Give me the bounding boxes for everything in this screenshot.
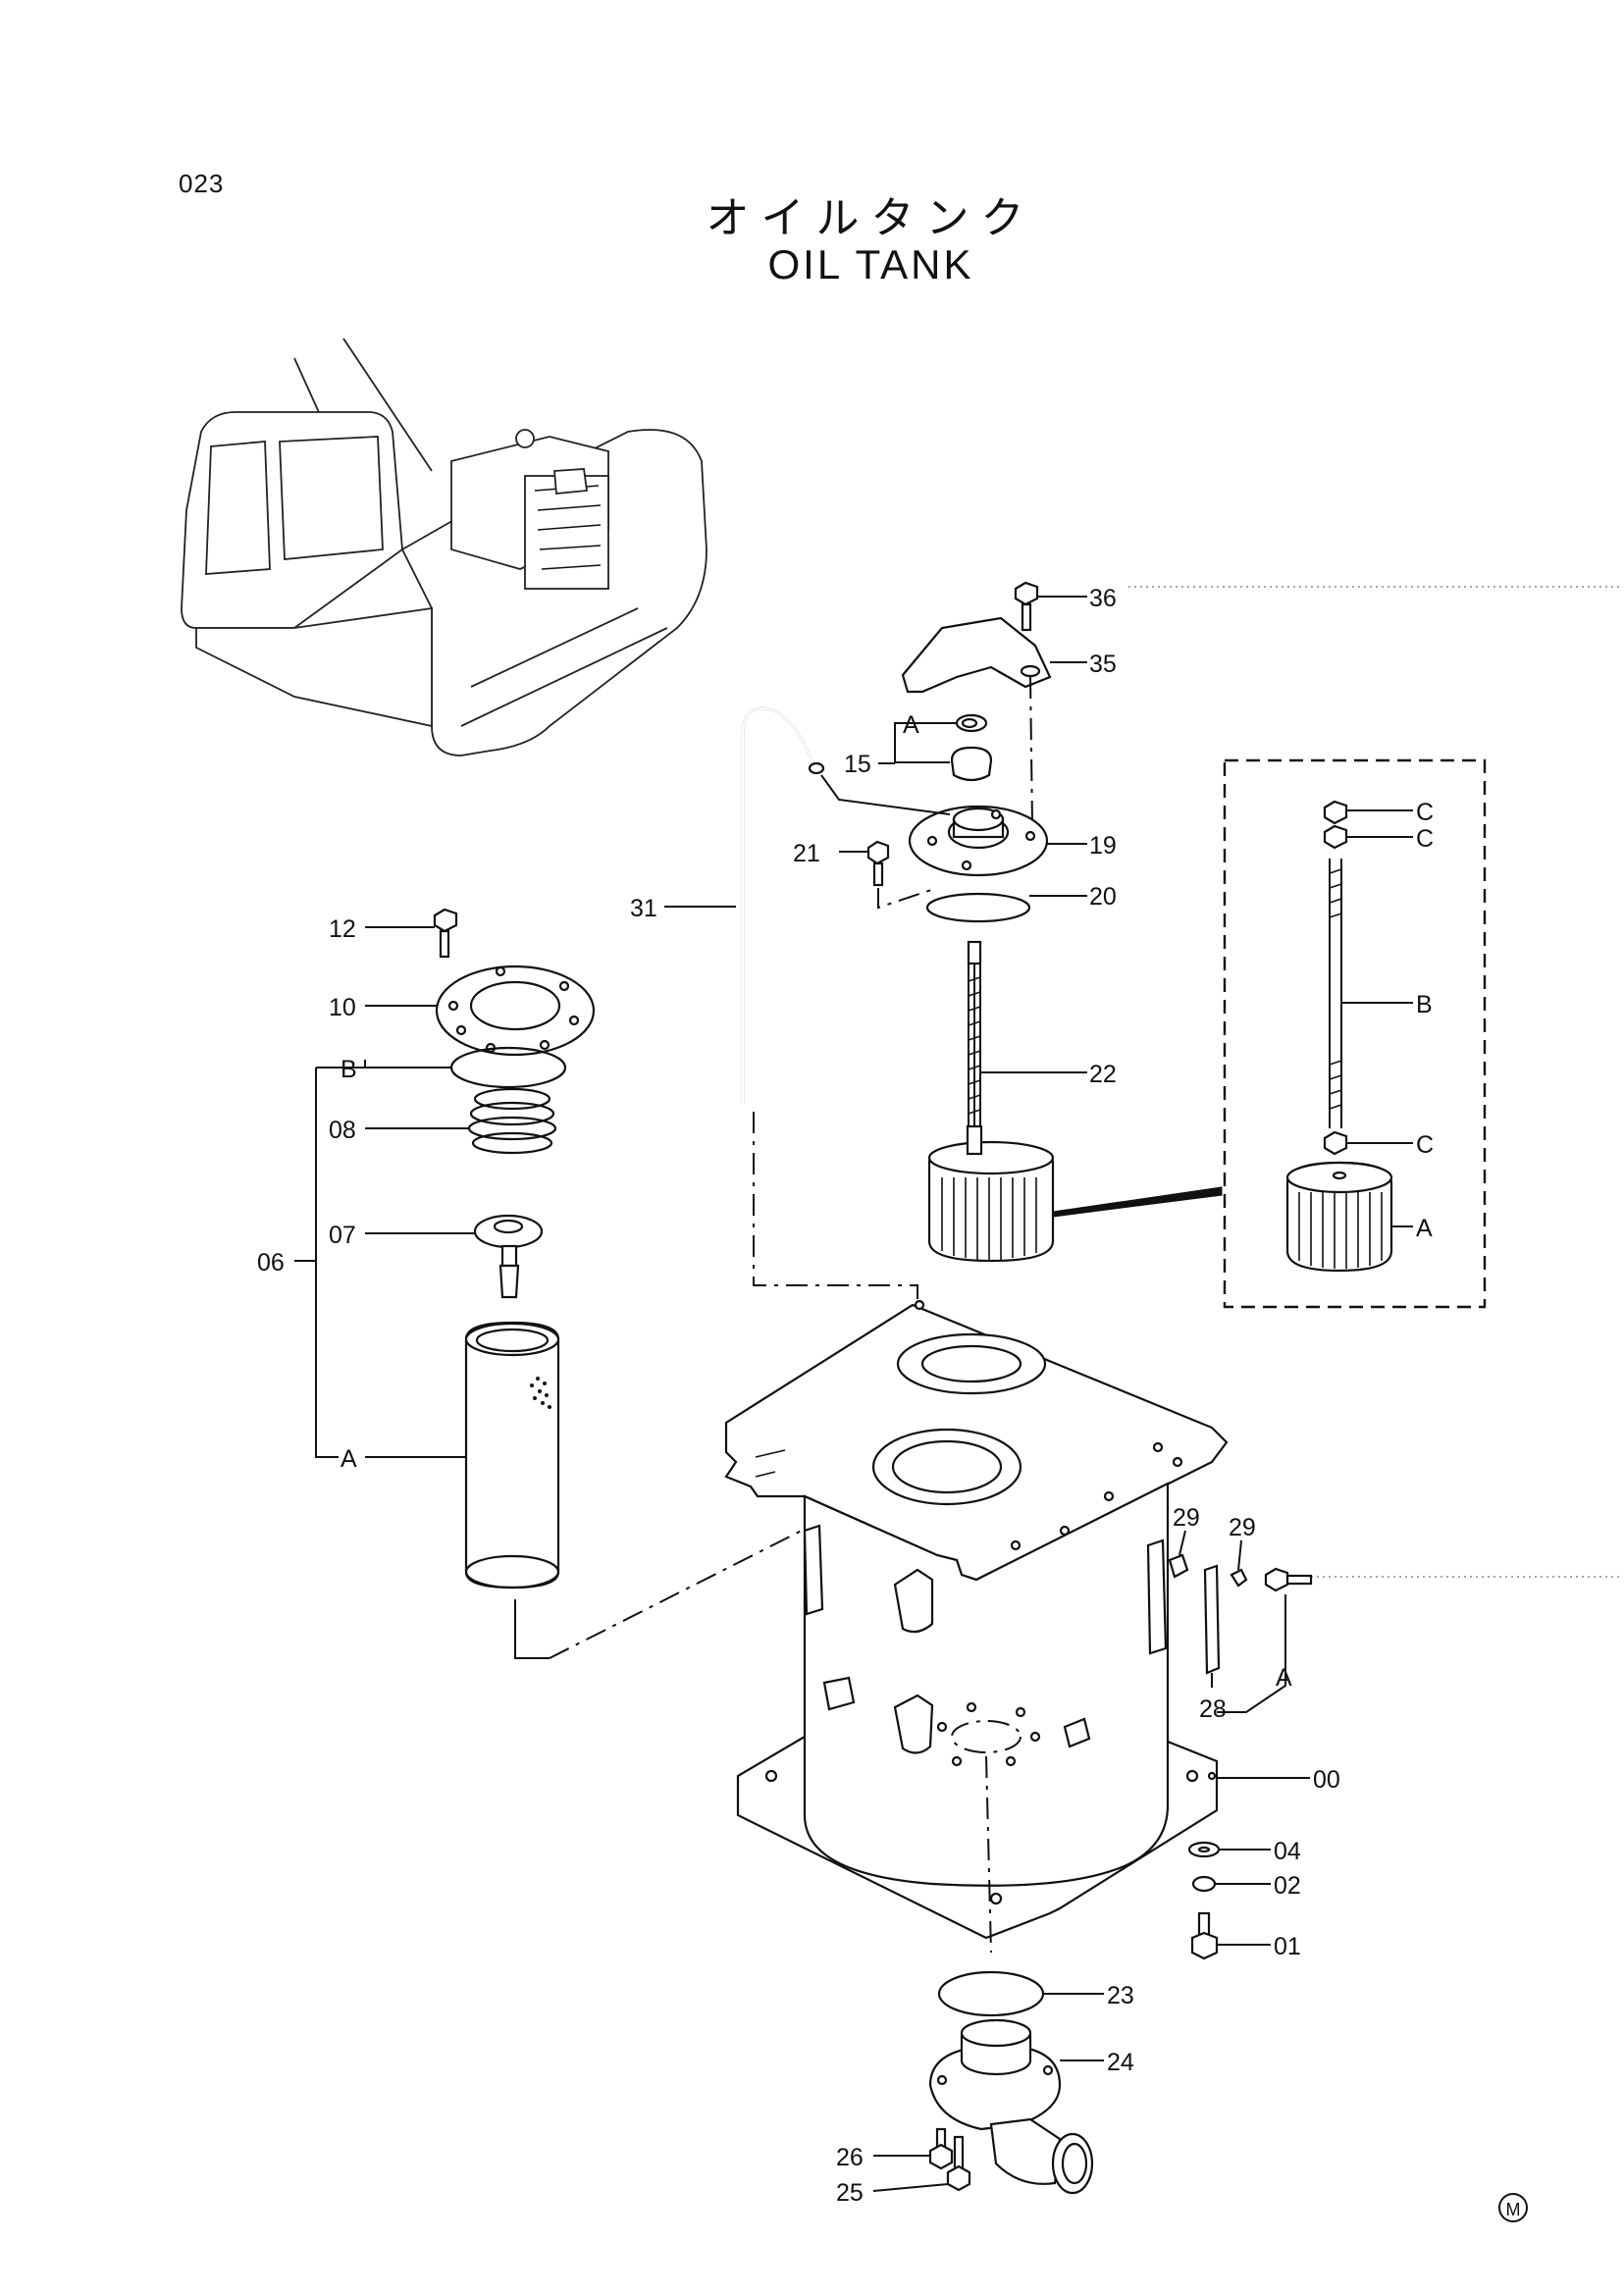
callout-29-a: 29 <box>1173 1504 1200 1532</box>
callout-23: 23 <box>1107 1982 1134 2009</box>
part-26-bolt: 26 <box>836 2127 954 2171</box>
detail-box: C C B C A <box>1223 758 1487 1309</box>
callout-15: 15 <box>844 751 871 778</box>
part-02-spring-washer: 02 <box>1191 1872 1301 1900</box>
callout-35: 35 <box>1089 651 1117 678</box>
callout-15-a: A <box>903 711 919 739</box>
part-21-bolt: 21 <box>793 840 938 910</box>
part-24-elbow: 24 <box>928 2018 1134 2195</box>
part-20-oring: 20 <box>925 883 1117 923</box>
detail-callout-c2: C <box>1416 825 1434 853</box>
part-08-spring: 08 <box>329 1087 557 1155</box>
part-28-29-brackets: 29 29 28 A <box>1168 1504 1313 1723</box>
detail-callout-a: A <box>1416 1215 1433 1242</box>
part-06-b-oring: B <box>316 1046 567 1089</box>
part-25-bolt: 25 <box>836 2135 971 2207</box>
callout-01: 01 <box>1274 1933 1301 1960</box>
title-japanese: オイルタンク <box>706 193 1036 243</box>
callout-20: 20 <box>1089 883 1117 911</box>
callout-21: 21 <box>793 840 820 867</box>
callout-10: 10 <box>329 994 356 1021</box>
callout-06-a: A <box>341 1445 357 1473</box>
part-15-cap: A 15 <box>844 711 993 782</box>
page-number: 023 <box>179 169 225 198</box>
part-23-oring: 23 <box>937 1970 1134 2017</box>
detail-callout-c3: C <box>1416 1131 1434 1159</box>
part-35-bracket: 35 <box>901 616 1117 825</box>
part-00-tank-body: 00 <box>724 1299 1340 1954</box>
callout-28: 28 <box>1199 1695 1227 1723</box>
callout-06-b: B <box>341 1056 357 1083</box>
callout-06: 06 <box>257 1249 285 1277</box>
callout-00: 00 <box>1313 1766 1340 1794</box>
callout-29-b: 29 <box>1229 1514 1256 1541</box>
detail-callout-c1: C <box>1416 799 1434 826</box>
callout-19: 19 <box>1089 832 1117 860</box>
callout-04: 04 <box>1274 1838 1301 1865</box>
part-12-bolt: 12 <box>329 908 458 959</box>
part-22-filter-element: 22 <box>927 940 1223 1263</box>
detail-callout-b: B <box>1416 991 1433 1018</box>
callout-26: 26 <box>836 2144 864 2171</box>
part-36-bolt: 36 <box>1014 581 1117 632</box>
part-31-hose: 31 <box>630 706 951 1305</box>
part-04-washer: 04 <box>1187 1838 1301 1865</box>
callout-36: 36 <box>1089 585 1117 612</box>
callout-25: 25 <box>836 2179 864 2207</box>
callout-24: 24 <box>1107 2049 1134 2076</box>
part-19-flange: 19 <box>908 805 1117 877</box>
part-01-bolt: 01 <box>1190 1911 1301 1960</box>
callout-02: 02 <box>1274 1872 1301 1900</box>
circled-m-mark: M <box>1498 2193 1528 2222</box>
callout-08: 08 <box>329 1117 356 1144</box>
callout-28-a: A <box>1276 1664 1292 1692</box>
part-10-cover: 10 <box>329 965 596 1057</box>
callout-22: 22 <box>1089 1061 1117 1088</box>
callout-12: 12 <box>329 915 356 943</box>
machine-overview-illustration <box>181 338 707 756</box>
part-06-a-filter: A 06 <box>257 1068 938 1659</box>
callout-07: 07 <box>329 1222 356 1249</box>
callout-31: 31 <box>630 895 657 922</box>
title-english: OIL TANK <box>767 241 974 287</box>
part-07-valve: 07 <box>329 1214 544 1299</box>
